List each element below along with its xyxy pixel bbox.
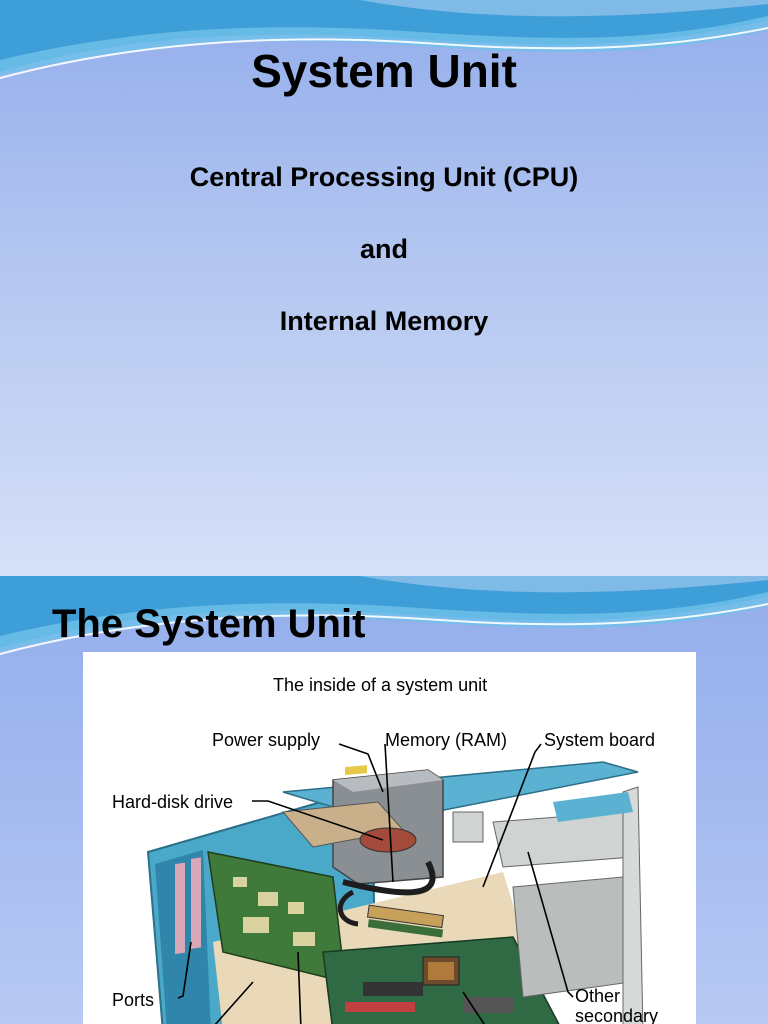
label-other-line2: secondary: [575, 1006, 659, 1024]
label-other-line1: Other: [575, 986, 621, 1006]
subtitle-internal-memory: Internal Memory: [279, 306, 489, 336]
figure-caption: The inside of a system unit: [273, 675, 488, 695]
slide-2: The System Unit: [0, 576, 768, 1024]
header-swoosh-graphic: [0, 576, 768, 655]
slide-title: System Unit: [251, 45, 517, 97]
label-ports: Ports: [112, 990, 155, 1010]
header-swoosh-graphic: [0, 0, 768, 79]
label-system-board: System board: [544, 730, 656, 750]
slide-1: System Unit Central Processing Unit (CPU…: [0, 0, 768, 576]
label-memory-ram: Memory (RAM): [385, 730, 507, 750]
system-unit-figure: The inside of a system unit Power supply…: [83, 652, 696, 1024]
label-power-supply: Power supply: [212, 730, 321, 750]
label-hard-disk-drive: Hard-disk drive: [112, 792, 234, 812]
subtitle-and: and: [359, 234, 408, 264]
system-unit-illustration: [146, 743, 644, 1024]
slide-title: The System Unit: [52, 602, 366, 646]
subtitle-cpu: Central Processing Unit (CPU): [189, 162, 579, 192]
